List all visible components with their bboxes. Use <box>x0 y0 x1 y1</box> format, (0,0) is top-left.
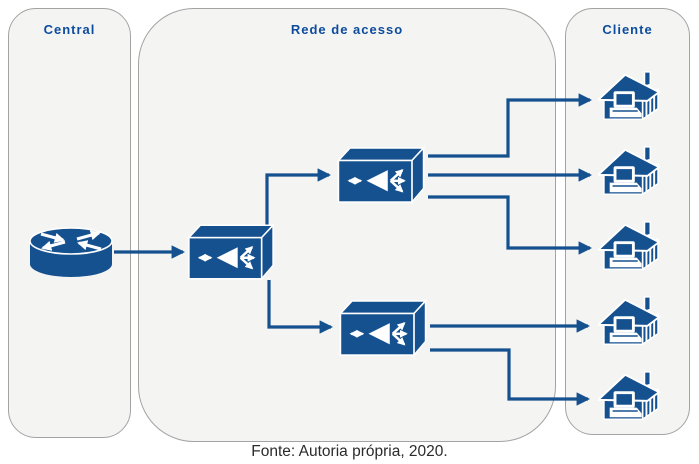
panel-central: Central <box>8 8 131 438</box>
home-with-computer-icon <box>598 293 662 351</box>
home-with-computer-icon <box>598 218 662 276</box>
panel-client-title: Cliente <box>602 22 653 37</box>
router-icon <box>28 227 114 279</box>
optical-splitter-icon <box>336 299 430 357</box>
optical-splitter-icon <box>187 223 275 281</box>
source-caption: Fonte: Autoria própria, 2020. <box>251 443 448 460</box>
home-with-computer-icon <box>598 368 662 426</box>
panel-central-title: Central <box>43 22 96 37</box>
panel-access-network-title: Rede de acesso <box>290 22 404 37</box>
home-with-computer-icon <box>598 68 662 126</box>
optical-splitter-icon <box>334 146 428 204</box>
home-with-computer-icon <box>598 143 662 201</box>
